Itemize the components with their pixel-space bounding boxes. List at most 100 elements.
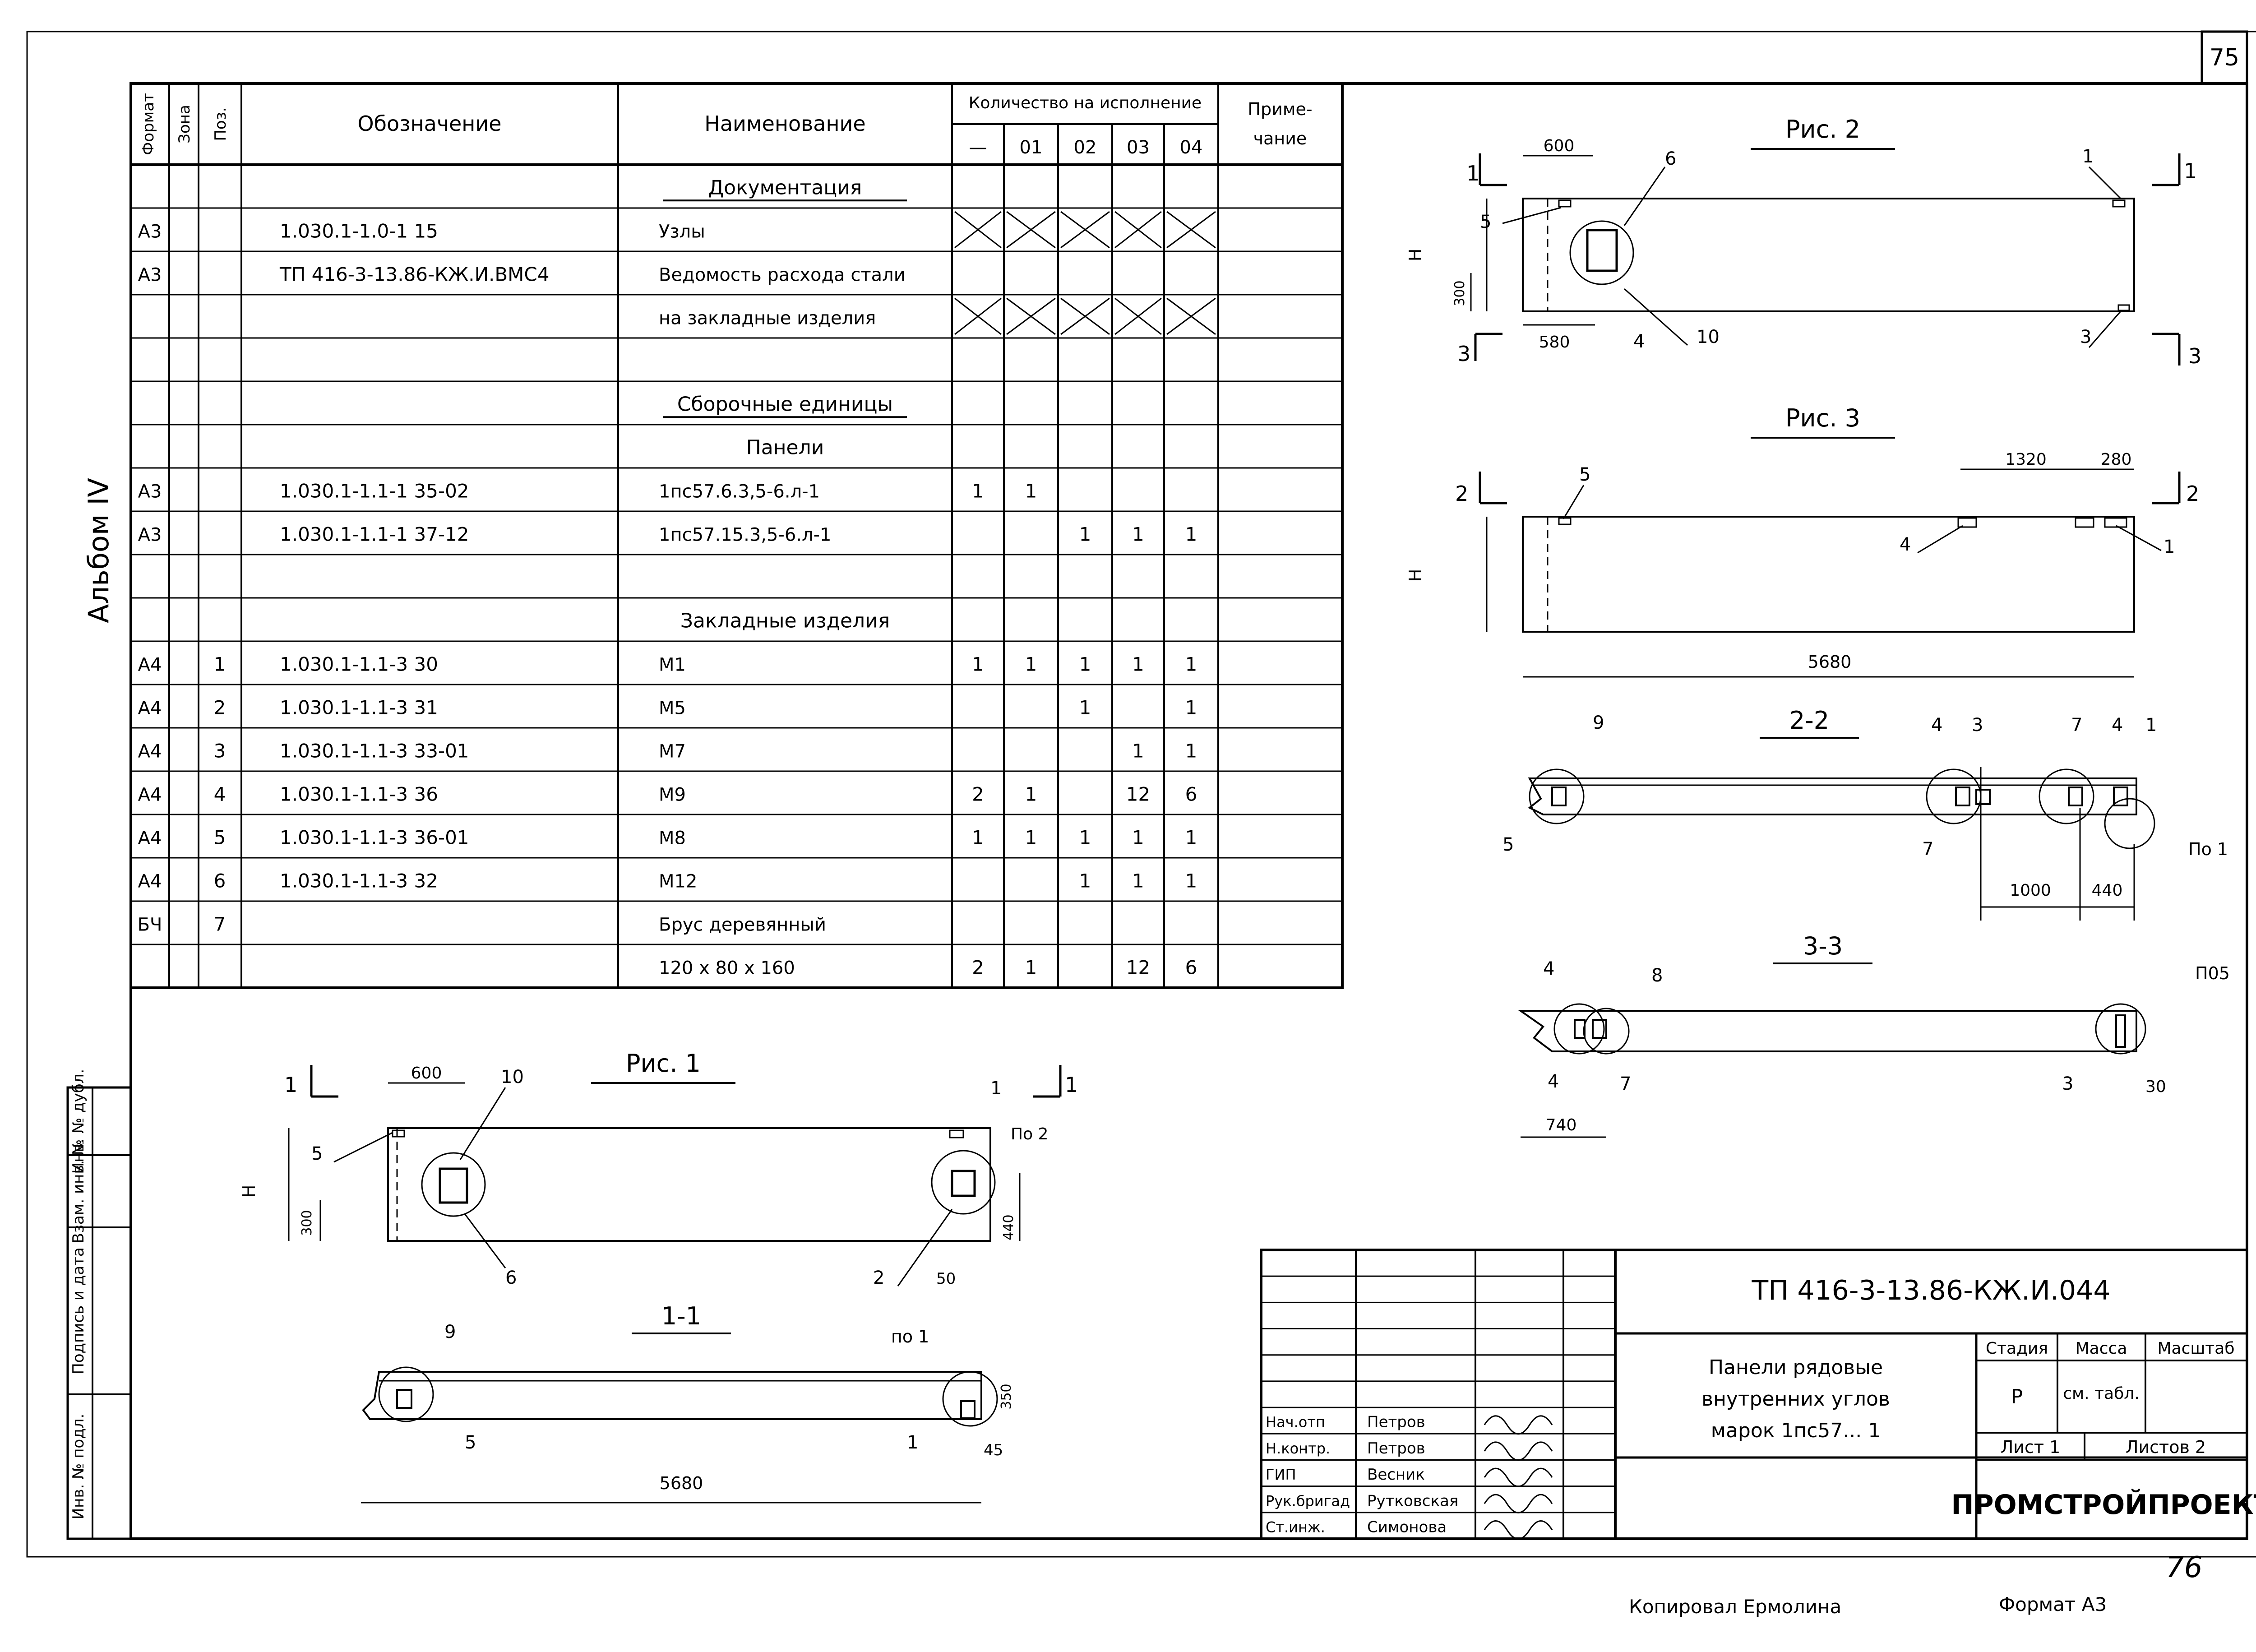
title-role: ГИП: [1266, 1466, 1296, 1483]
fig3-dim-H: Н: [1405, 569, 1425, 582]
cell-name-heading: Панели: [746, 436, 824, 459]
cell-qty-2: 1: [1079, 653, 1091, 675]
fig1-dim-600: 600: [411, 1064, 442, 1083]
cell-designation: 1.030.1-1.0-1 15: [280, 220, 438, 242]
cell-qty-4: 1: [1185, 653, 1197, 675]
cell-name: М7: [659, 741, 686, 762]
s22-pos-4a: 4: [1931, 715, 1942, 736]
sheets-label: Листов 2: [2126, 1437, 2206, 1457]
cell-qty-0: 2: [972, 956, 984, 978]
cell-name-heading: Закладные изделия: [680, 609, 890, 632]
fig2-pos-5: 5: [1480, 212, 1491, 232]
fig1-cut-1-right: 1: [1065, 1073, 1078, 1097]
cell-format: А4: [138, 784, 162, 805]
cell-qty-1: 1: [1025, 480, 1037, 502]
cell-designation: 1.030.1-1.1-3 36-01: [280, 826, 469, 848]
cell-qty-1: 1: [1025, 956, 1037, 978]
cell-name: М8: [659, 828, 686, 848]
title-person-name: Рутковская: [1367, 1492, 1458, 1510]
cell-format: А4: [138, 871, 162, 892]
figure-2: Рис. 2 600 Н 300 580 5 6 4 10 1 3 1 1: [1405, 115, 2201, 368]
spec-table-frame: [129, 82, 1344, 989]
s11-pos-9: 9: [444, 1322, 456, 1342]
cell-name-heading: Документация: [708, 176, 862, 199]
side-stamp: Инв. № дубл. Взам. инв. № Подпись и дата…: [66, 1069, 132, 1540]
s33-dim-740: 740: [1546, 1116, 1577, 1134]
cell-qty-0: 1: [972, 480, 984, 502]
cell-qty-4: 1: [1185, 826, 1197, 848]
cell-pos: 4: [214, 783, 226, 805]
cell-qty-4: 1: [1185, 870, 1197, 892]
title-block-code: ТП 416-3-13.86-КЖ.И.044: [1751, 1275, 2110, 1306]
fig3-pos-5: 5: [1579, 464, 1590, 485]
cell-name: Брус деревянный: [659, 914, 826, 935]
title-role: Рук.бригад: [1266, 1492, 1350, 1509]
fig1-pos-6: 6: [505, 1268, 517, 1288]
fig2-pos-3: 3: [2080, 327, 2091, 347]
cell-name: М5: [659, 698, 686, 718]
header-quantity: Количество на исполнение: [969, 94, 1202, 112]
cell-format: А3: [138, 524, 162, 545]
cell-format: А3: [138, 264, 162, 285]
stage-label: Стадия: [1986, 1339, 2048, 1358]
cell-qty-3: 12: [1126, 956, 1150, 978]
cell-qty-2: 1: [1079, 826, 1091, 848]
mass-value: см. табл.: [2063, 1384, 2140, 1403]
s22-dim-1000: 1000: [2010, 881, 2051, 900]
cell-pos: 1: [214, 653, 226, 675]
section-3-3-title: 3-3: [1803, 932, 1843, 960]
title-person-name: Весник: [1367, 1466, 1425, 1484]
s22-pos-4b: 4: [2112, 715, 2123, 736]
cell-qty-1: 1: [1025, 783, 1037, 805]
fig1-po2: По 2: [1011, 1125, 1048, 1143]
cell-name: 1пс57.15.3,5-6.л-1: [659, 524, 831, 545]
cell-format: А4: [138, 741, 162, 762]
inner-frame: [129, 82, 2248, 1540]
title-person-name: Петров: [1367, 1413, 1425, 1431]
figure-3: Рис. 3 5680 Н 1320 280 5 4 1 2 2 2-2: [1405, 404, 2230, 1138]
org-name: ПРОМСТРОЙПРОЕКТ: [1951, 1488, 2256, 1521]
s22-po1: По 1: [2188, 839, 2228, 859]
cell-name: на закладные изделия: [659, 308, 876, 329]
s22-pos-7b: 7: [1922, 839, 1933, 860]
cell-pos: 2: [214, 696, 226, 718]
cell-designation: 1.030.1-1.1-1 37-12: [280, 523, 469, 545]
s22-pos-5: 5: [1502, 834, 1514, 855]
sheet-number-bottom: 76: [2166, 1551, 2202, 1584]
cell-qty-0: 1: [972, 826, 984, 848]
album-label: Альбом IV: [82, 478, 115, 623]
side-stamp-label-vzam: Взам. инв. №: [69, 1139, 88, 1244]
header-zone: Зона: [176, 105, 194, 143]
cell-name: Ведомость расхода стали: [659, 264, 906, 285]
fig3-cut-2-right: 2: [2186, 481, 2199, 506]
s22-pos-9: 9: [1593, 713, 1604, 733]
s33-pos-3: 3: [2062, 1074, 2073, 1094]
fig1-pos-2: 2: [873, 1268, 884, 1288]
fig2-pos-10: 10: [1697, 327, 1720, 347]
title-role: Н.контр.: [1266, 1440, 1330, 1457]
signature-scribble: [1484, 1520, 1553, 1540]
cell-qty-0: 2: [972, 783, 984, 805]
fig2-dim-300: 300: [1452, 280, 1468, 306]
s33-po5: П05: [2195, 963, 2230, 983]
cell-designation: 1.030.1-1.1-1 35-02: [280, 480, 469, 502]
cell-qty-1: 1: [1025, 653, 1037, 675]
title-line-2: внутренних углов: [1701, 1388, 1890, 1411]
cell-qty-0: 1: [972, 653, 984, 675]
fig1-pos-5: 5: [311, 1143, 323, 1164]
side-stamp-label-podl: Инв. № подл.: [69, 1414, 88, 1520]
title-line-1: Панели рядовые: [1709, 1356, 1883, 1379]
cell-qty-2: 1: [1079, 696, 1091, 718]
cell-designation: ТП 416-3-13.86-КЖ.И.ВМС4: [279, 263, 549, 285]
sheet-number-box: [2201, 30, 2248, 85]
fig3-dim-280: 280: [2101, 450, 2132, 469]
cell-qty-4: 1: [1185, 696, 1197, 718]
s11-dim-350: 350: [999, 1384, 1014, 1409]
s33-pos-4b: 4: [1548, 1071, 1559, 1092]
title-role: Нач.отп: [1266, 1414, 1325, 1431]
fig3-dim-1320: 1320: [2005, 450, 2047, 469]
fig2-cut-1-right: 1: [2184, 159, 2197, 183]
cell-format: А4: [138, 698, 162, 718]
fig2-dim-600: 600: [1544, 137, 1575, 155]
